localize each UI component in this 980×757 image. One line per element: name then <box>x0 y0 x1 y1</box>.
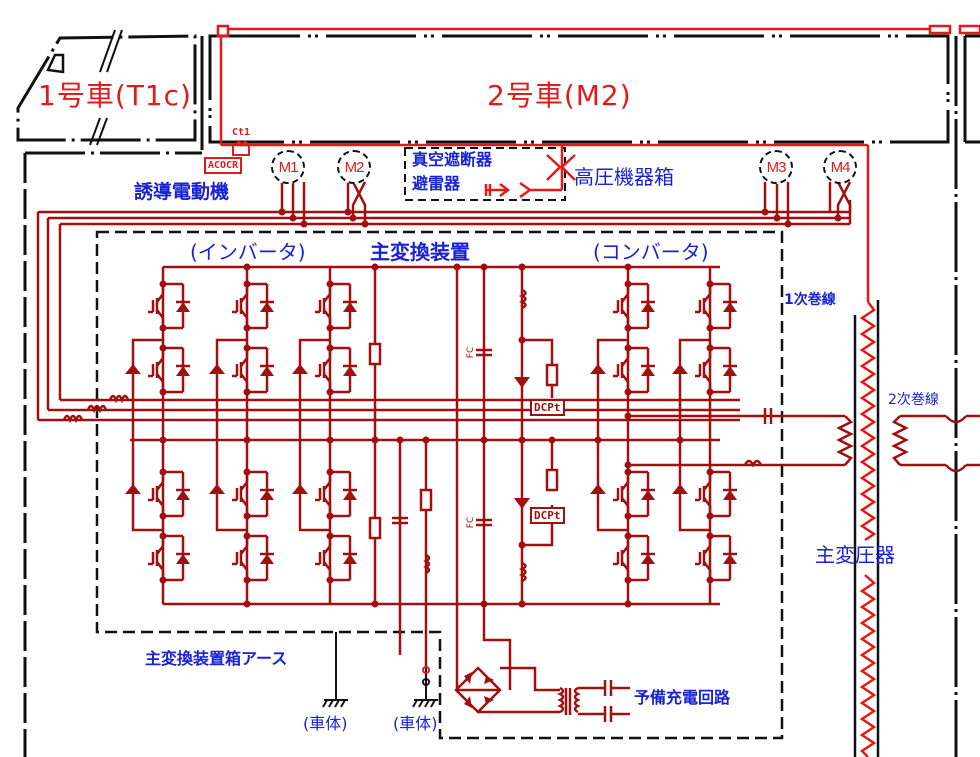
primary-winding-zigzag <box>859 301 877 542</box>
induction-motor-label: 誘導電動機 <box>134 181 230 203</box>
fc-label-lower: FC <box>466 516 477 529</box>
vcb-label: 真空遮断器 <box>412 150 493 169</box>
car1-break-mark-top <box>99 29 116 73</box>
arrester-label: 避雷器 <box>412 174 461 193</box>
inverter-igbt-cells <box>146 279 359 585</box>
car1-body-outline <box>16 34 197 142</box>
main-converter-label: 主変換装置 <box>370 240 470 264</box>
car1-label: 1号車(T1c) <box>38 79 192 112</box>
car-body-label-1: (車体) <box>303 714 348 733</box>
car1-break-mark-bottom-2 <box>96 117 108 146</box>
motor-feed-junctions <box>278 208 842 228</box>
hv-box-label: 高圧機器箱 <box>574 165 674 189</box>
motor-m4: M4 <box>823 150 857 184</box>
inverter-label: (インバータ) <box>190 240 306 264</box>
ground-symbol-2 <box>412 699 438 708</box>
high-voltage-line <box>216 24 980 757</box>
ct1-symbol <box>232 141 250 156</box>
car2-body-outline <box>208 34 950 144</box>
car-frames <box>16 29 980 757</box>
hv-box-enclosure <box>404 147 566 201</box>
bridge-rectifier-diodes <box>464 672 494 708</box>
circuit-junctions <box>159 263 684 608</box>
primary-winding-label: 1次巻線 <box>784 292 836 308</box>
car2-label: 2号車(M2) <box>487 79 632 112</box>
motor-m2: M2 <box>337 150 371 184</box>
ct1-label: Ct1 <box>232 127 251 138</box>
motor-feed-wiring <box>36 181 852 424</box>
main-converter-enclosure <box>95 230 784 740</box>
roof-coupler-2 <box>958 24 980 35</box>
pantograph-terminal <box>216 24 230 38</box>
converter-box-earth-label: 主変換装置箱アース <box>145 649 288 668</box>
primary-winding-zigzag-lower <box>859 574 877 757</box>
motor-m1: M1 <box>271 150 305 184</box>
car1-break-mark-bottom <box>89 117 101 146</box>
dcpt-lower: DCPt <box>530 507 565 524</box>
main-transformer-label: 主変圧器 <box>815 543 895 567</box>
aux-charge-circuit-label: 予備充電回路 <box>634 688 731 707</box>
roof-coupler-1 <box>928 24 952 35</box>
ground-symbol-1 <box>322 699 348 708</box>
clamp-diodes <box>125 364 688 494</box>
fc-label-upper: FC <box>466 346 477 359</box>
car-body-label-2: (車体) <box>393 714 438 733</box>
car1-window <box>46 53 65 74</box>
car1-break-mark-top-2 <box>106 29 123 73</box>
acocr-relay: ACOCR <box>204 157 243 174</box>
earth-switch <box>422 666 430 686</box>
motor-m3: M3 <box>759 150 793 184</box>
dcpt-upper: DCPt <box>530 399 565 416</box>
converter-label: (コンバータ) <box>593 240 709 264</box>
converter-igbt-cells <box>611 279 739 585</box>
secondary-winding-label: 2次巻線 <box>888 392 939 408</box>
dc-link-diodes <box>514 377 530 509</box>
